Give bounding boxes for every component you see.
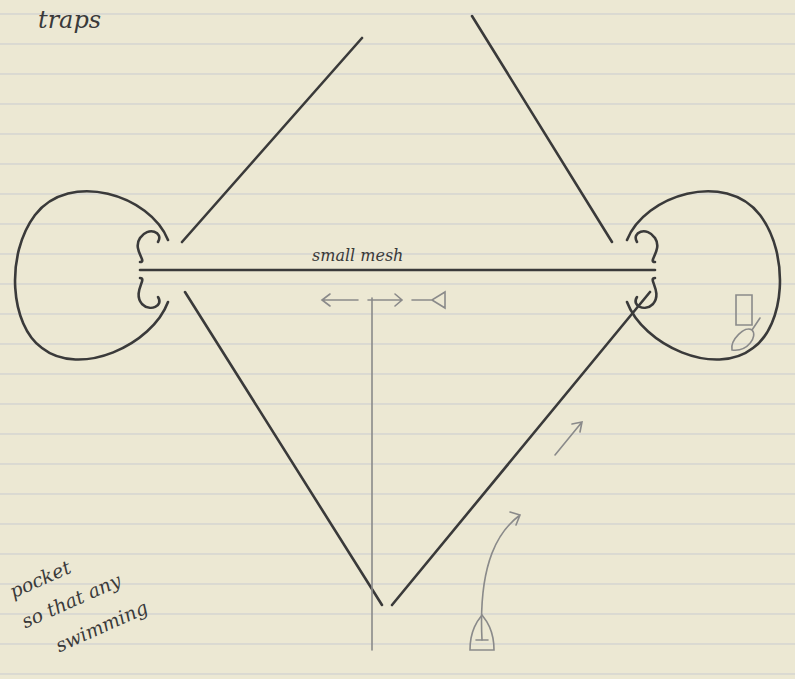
trap-pocket: [627, 191, 780, 359]
ruled-lines: [0, 14, 795, 674]
swim-arrows: [322, 292, 760, 650]
trap-pocket: [15, 191, 168, 359]
heading-note: traps: [38, 6, 101, 34]
part-label: small mesh: [312, 246, 403, 265]
net-wings: [140, 16, 655, 605]
